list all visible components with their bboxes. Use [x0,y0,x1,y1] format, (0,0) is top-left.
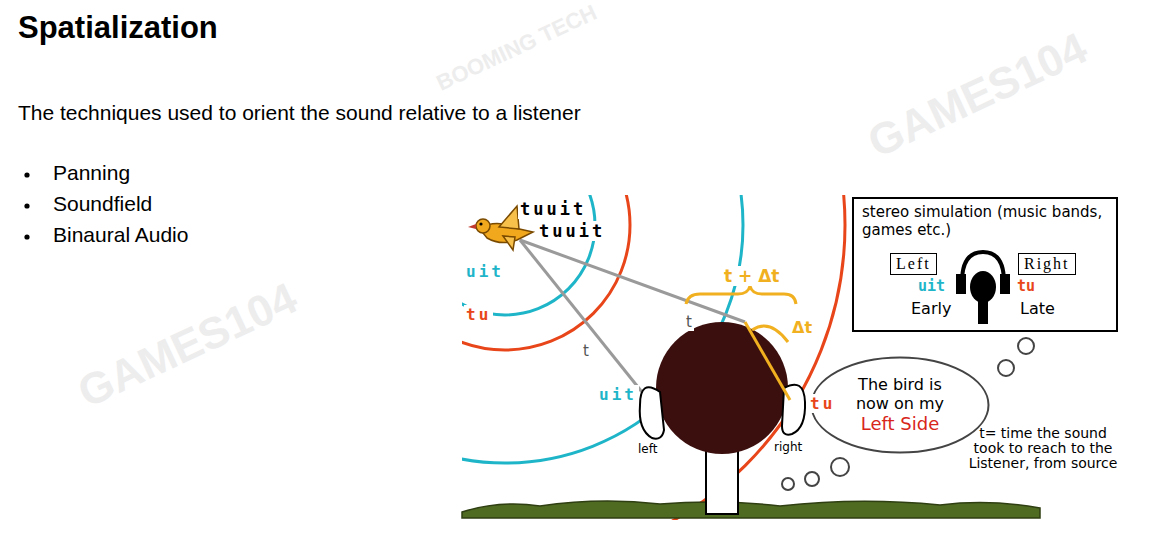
bullet-dots-part [24,234,29,239]
channel-sound: uit [918,277,945,295]
sound-paths-part [520,240,745,322]
sound-waves [462,195,845,520]
delay-path [686,286,796,400]
headphones-icon-part [970,271,996,303]
bubble-ellipse [812,358,989,453]
sound-waves-part [462,195,845,520]
headphones-icon-part [1000,274,1010,294]
listener-part [640,387,664,438]
node-text: Left [896,254,931,274]
ear-label: left [636,442,659,456]
thought-trail-part [805,472,819,486]
watermark: GAMES104 [70,273,304,418]
bullet-dots [24,172,29,239]
listener-part [656,322,788,454]
bullet-dots-part [24,203,29,208]
node-text: Left Side [841,413,959,435]
headphones-icon [956,252,1010,324]
node-text: stereo simulation (music bands, games et… [862,203,1108,239]
wave-label: uit [464,262,506,281]
ear-sound: tu [808,394,837,413]
bird-part [499,206,519,229]
ear-sound: uit [597,385,639,404]
node-text: The bird is now on my [841,375,959,413]
ear-label: right [772,440,804,454]
thought-trail-part [1018,338,1034,354]
ground-part [462,501,1040,518]
listener-part [706,448,738,514]
time-label: t [684,313,694,331]
bird-call: tuuit [518,199,588,219]
bird-call: tuuit [537,221,607,241]
bullet-item: Binaural Audio [53,223,188,247]
bird-part [476,219,490,233]
wave-label: tu [464,305,493,324]
bird-part [479,222,482,225]
bullet-item: Soundfield [53,192,152,216]
node-text: Right [1024,254,1070,274]
headphones-icon-part [978,300,988,324]
slide-title: Spatialization [18,10,218,46]
watermark: BOOMING TECH [433,0,601,96]
thought-trail-part [998,360,1014,376]
subtitle: The techniques used to orient the sound … [18,101,581,125]
note-text: t= time the sound took to reach to the L… [968,426,1118,471]
thought-trail-part [782,478,794,490]
headphones-icon-part [956,274,966,294]
ground [462,501,1040,518]
listener [640,322,805,514]
delay-path-part [745,322,790,400]
bullet-item: Panning [53,161,130,185]
delay-path-part [752,326,788,342]
channel-box: Left [890,253,937,275]
delay-path-part [686,286,796,304]
channel-box: Right [1018,253,1076,275]
bullet-dots-part [24,172,29,177]
bird-part [503,236,515,250]
time-label: t [581,342,591,360]
timing-label: Late [1020,299,1055,318]
timing-label: Early [911,299,951,318]
thought-trail-part [831,458,849,476]
channel-sound: tu [1017,277,1035,295]
sound-waves-part [462,195,595,315]
stereo-box: stereo simulation (music bands, games et… [852,197,1118,332]
delay-label: t + Δt [722,266,782,286]
bird-part [468,224,476,229]
delay-label: Δt [790,318,814,337]
watermark: GAMES104 [860,23,1094,168]
bubble-text: The bird is now on myLeft Side [841,375,959,435]
